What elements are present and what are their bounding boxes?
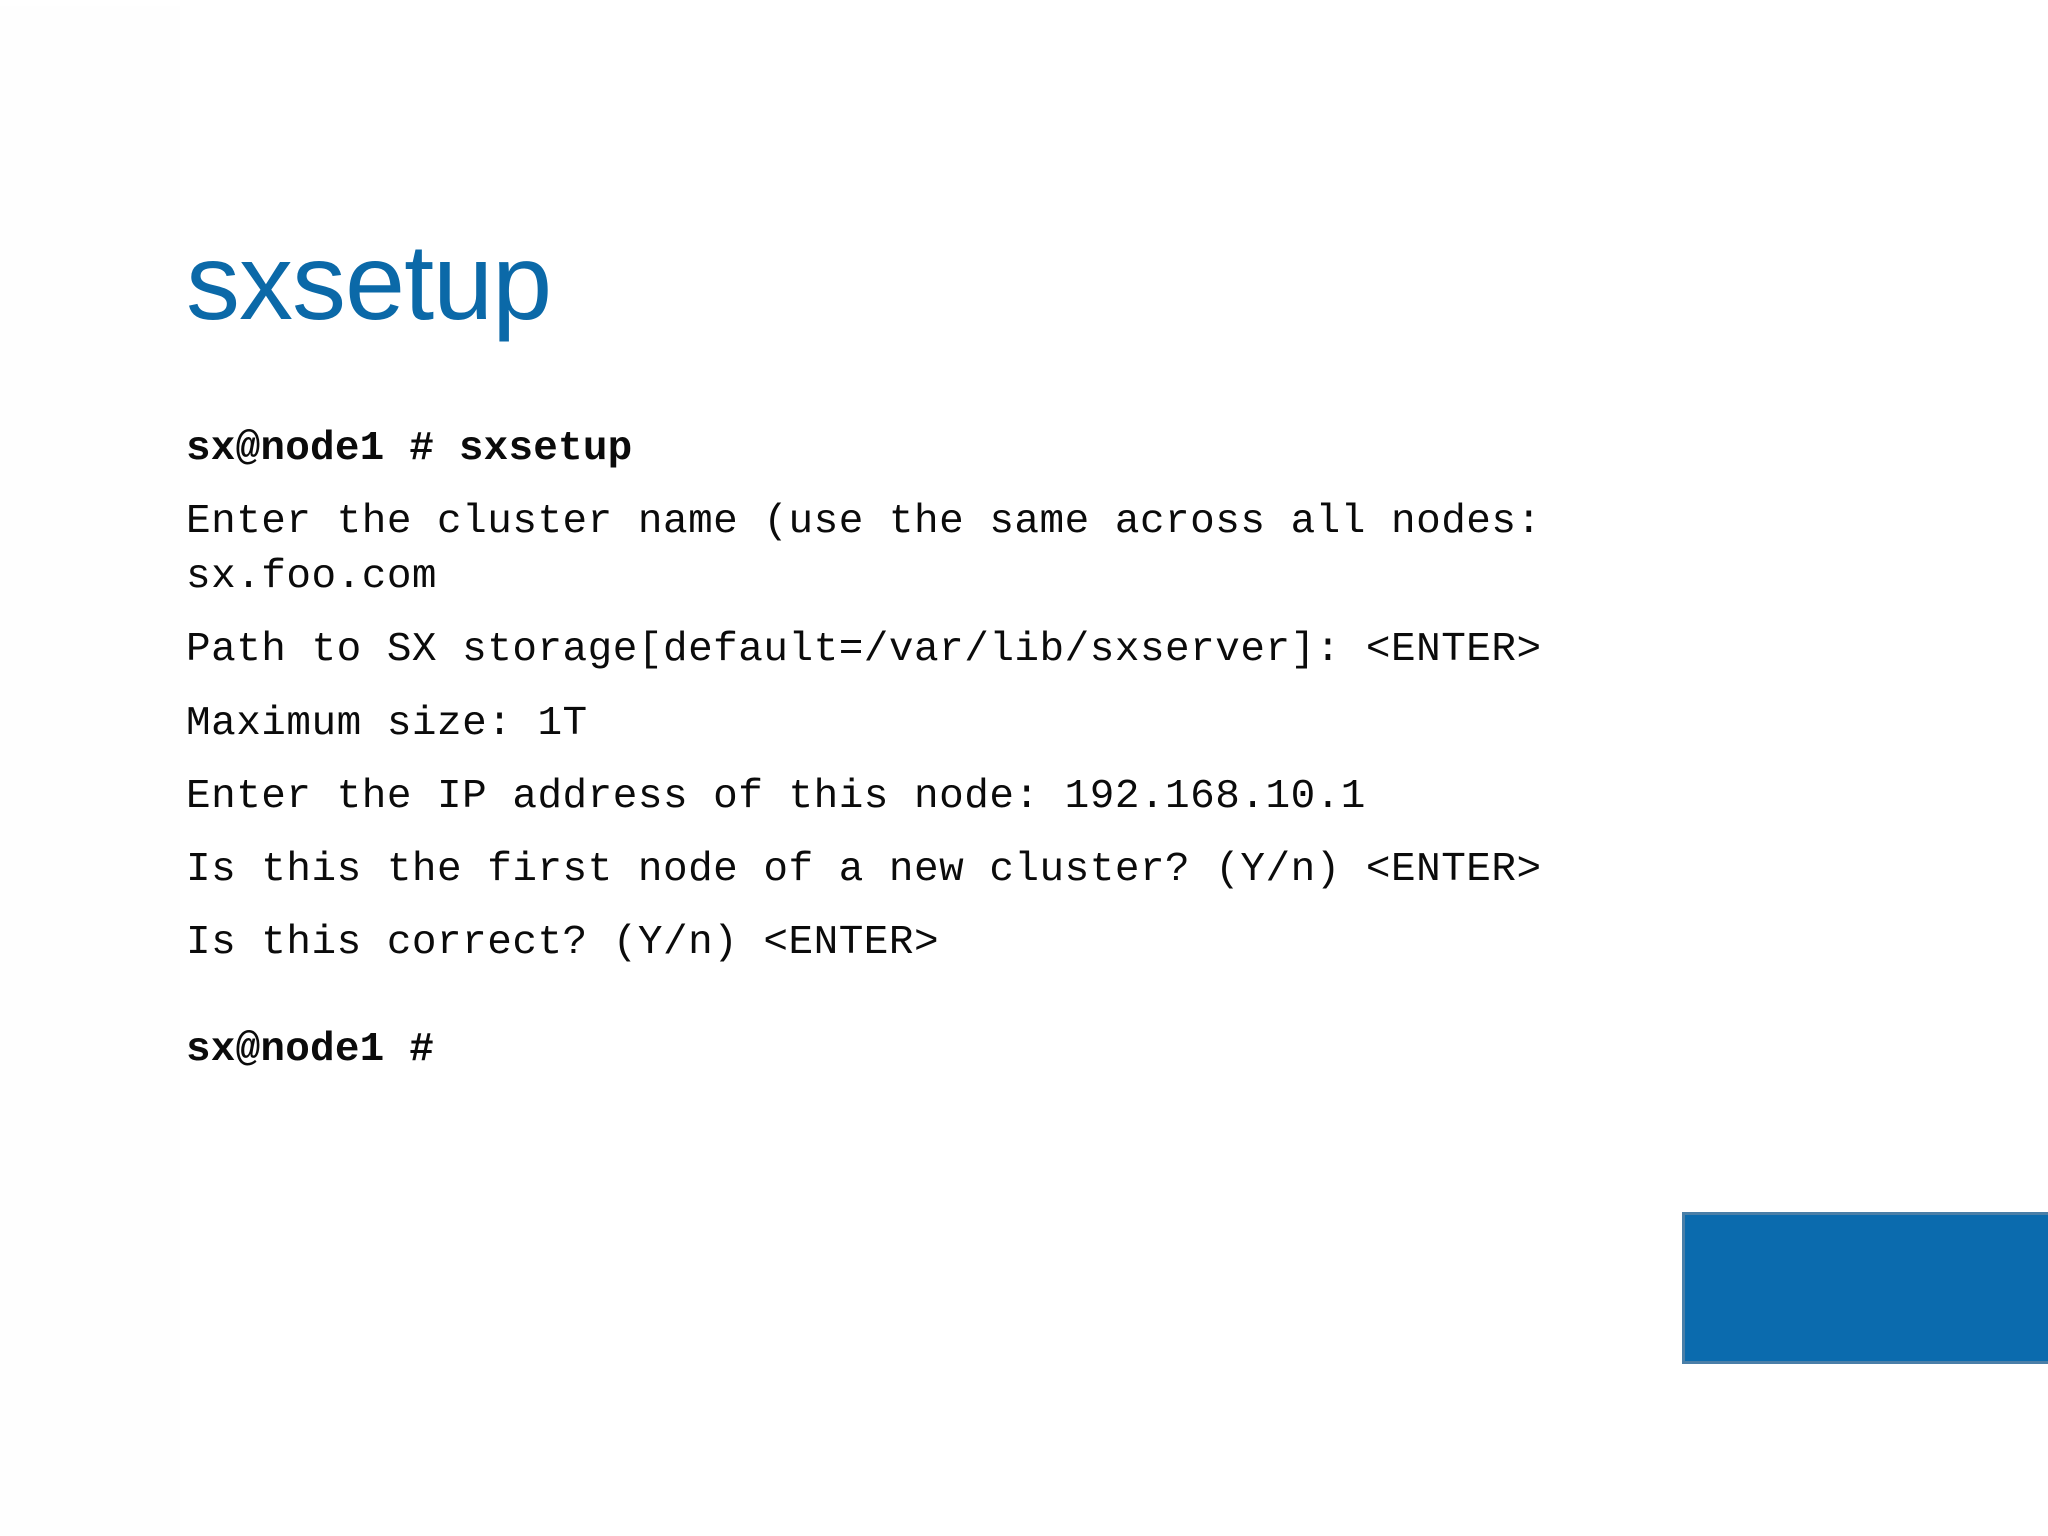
terminal-line-is-correct: Is this correct? (Y/n) <ENTER>: [186, 919, 940, 966]
terminal-line-prompt-final: sx@node1 #: [186, 1027, 435, 1074]
terminal-line-cluster-name: Enter the cluster name (use the same acr…: [186, 499, 1567, 601]
accent-rectangle: [1682, 1212, 2048, 1364]
terminal-line-maximum-size: Maximum size: 1T: [186, 700, 588, 747]
page-title: sxsetup: [186, 221, 552, 343]
terminal-transcript: sx@node1 # sxsetup Enter the cluster nam…: [186, 422, 1656, 1078]
terminal-line-ip-address: Enter the IP address of this node: 192.1…: [186, 773, 1366, 820]
slide-left-margin-strip: [0, 0, 180, 1536]
terminal-line-storage-path: Path to SX storage[default=/var/lib/sxse…: [186, 627, 1542, 674]
slide-top-margin-strip: [0, 0, 2048, 6]
terminal-line-first-node: Is this the first node of a new cluster?…: [186, 846, 1542, 893]
terminal-line-command-sxsetup: sx@node1 # sxsetup: [186, 426, 633, 472]
